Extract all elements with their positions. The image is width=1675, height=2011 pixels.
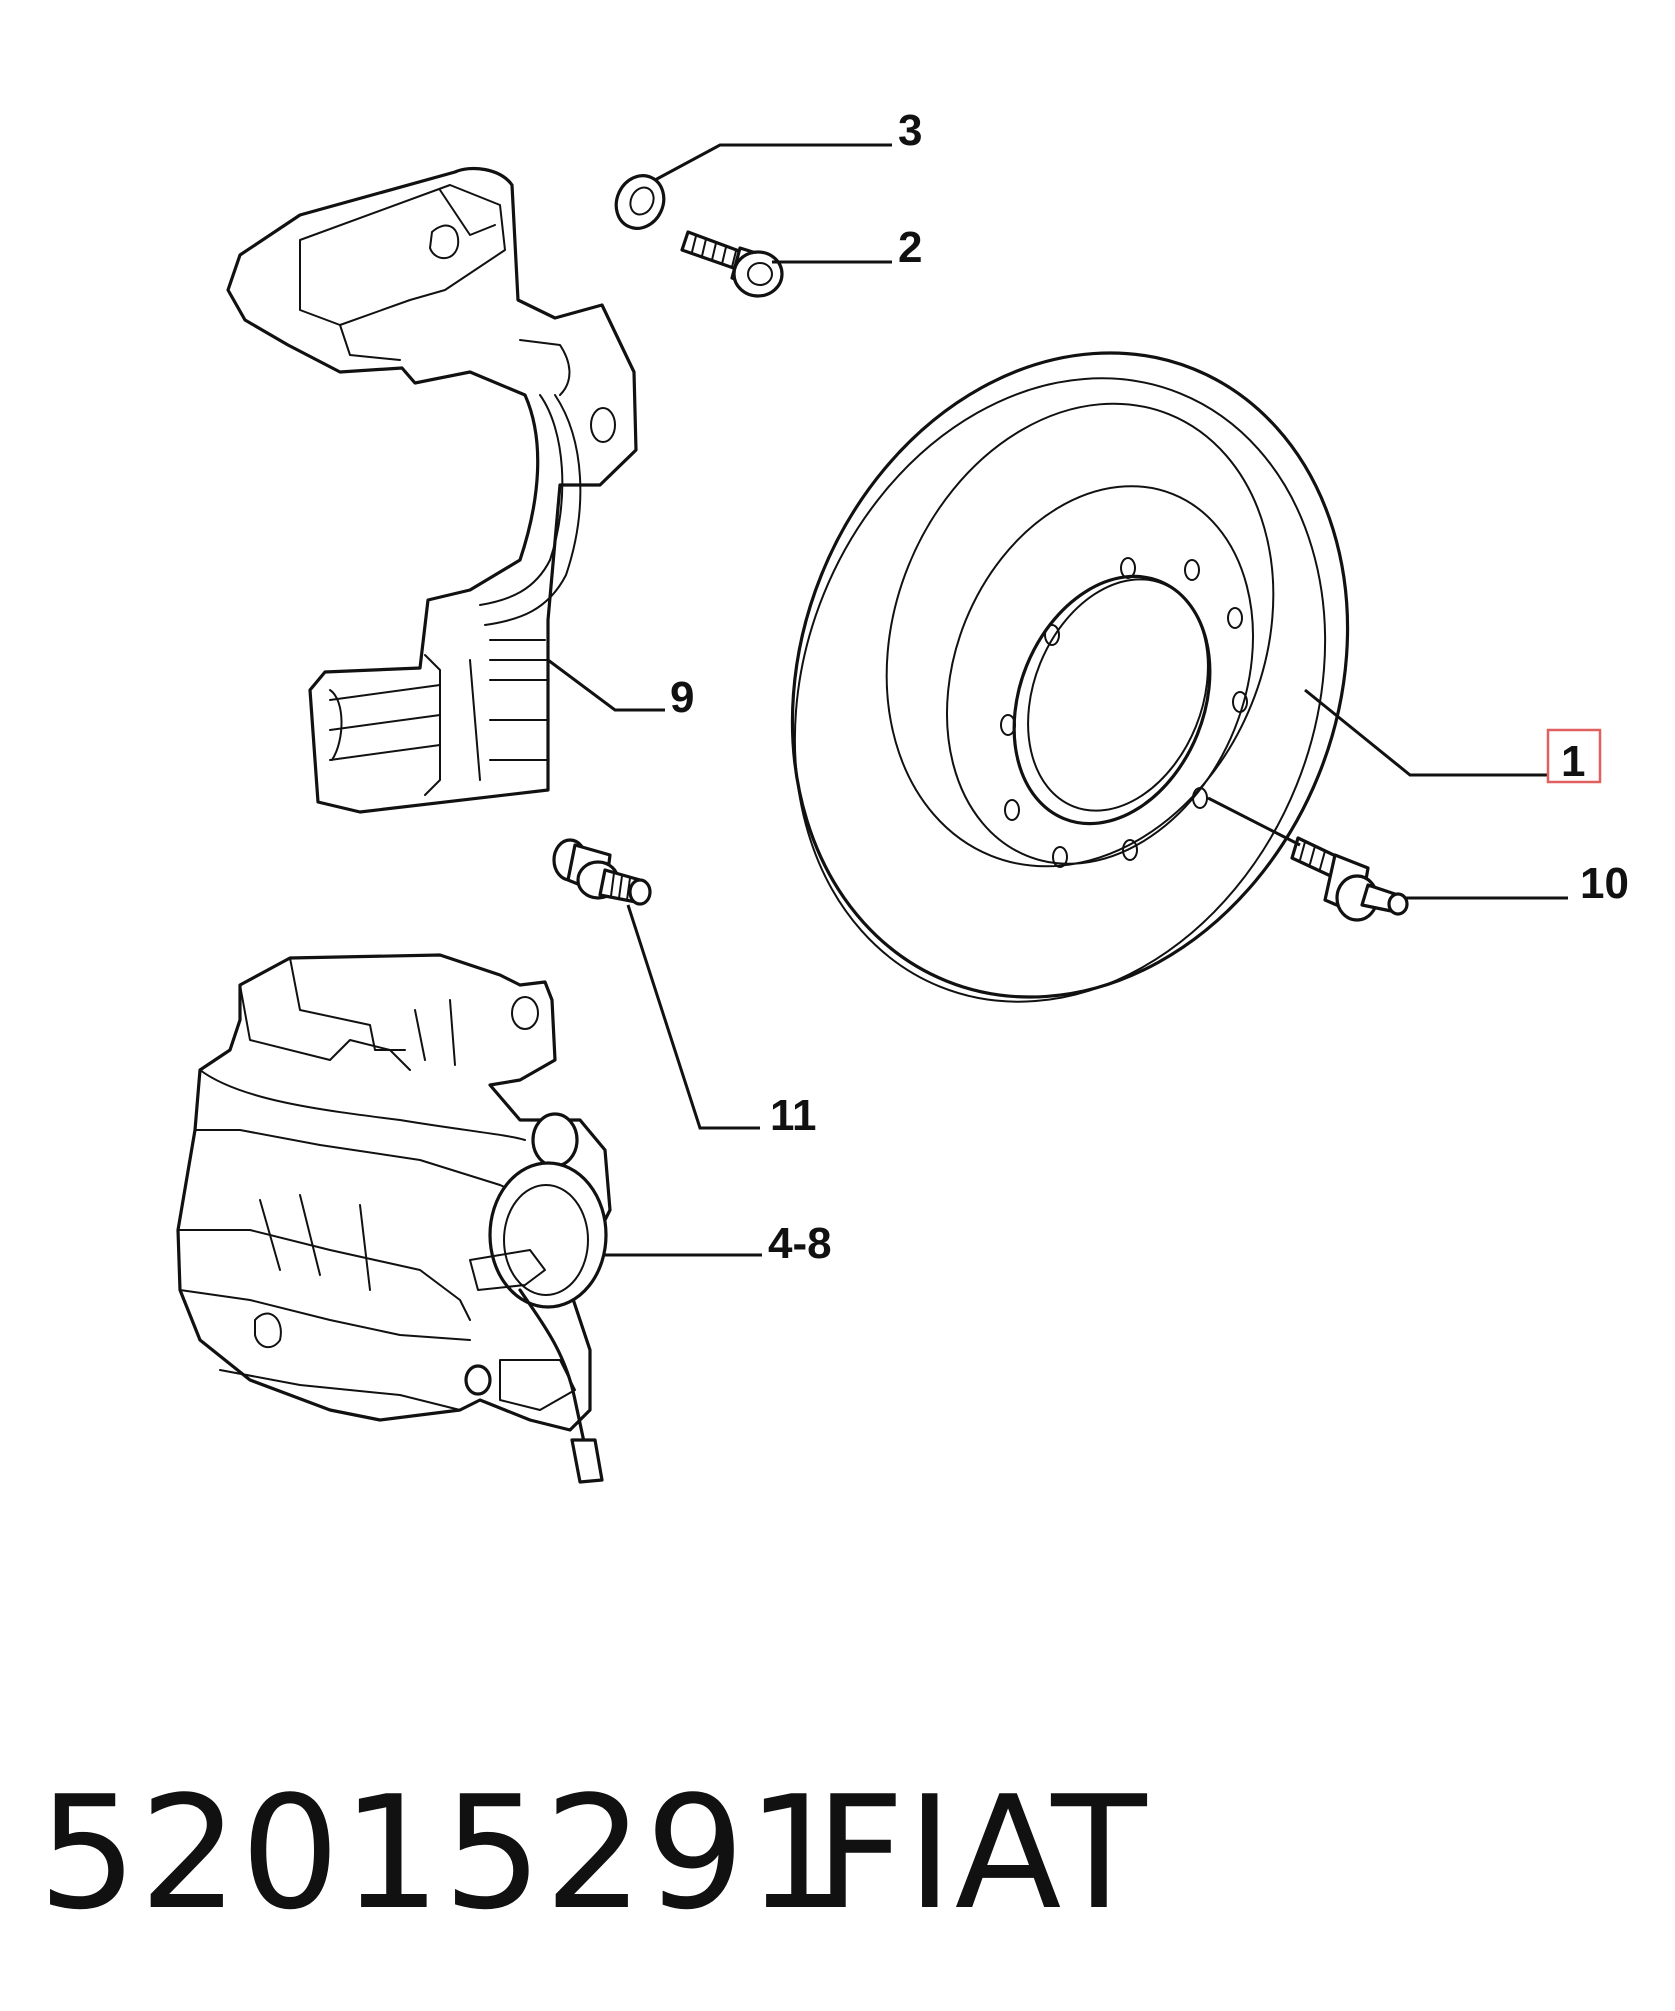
- wheel-bolt-part: [1290, 836, 1409, 922]
- guide-bolt-part: [552, 838, 652, 906]
- wheel-stud-holes: [1000, 557, 1248, 868]
- brand-name: FIAT: [815, 1762, 1149, 1944]
- callout-10: 10: [1580, 859, 1629, 908]
- callout-9: 9: [670, 673, 694, 722]
- splash-shield-part: [226, 166, 638, 814]
- callout-11: 11: [770, 1091, 817, 1140]
- highlight-box: [1546, 728, 1602, 784]
- washer-part: [614, 174, 666, 230]
- callout-3: 3: [898, 106, 922, 155]
- callout-2: 2: [898, 223, 922, 272]
- leader-lines: [547, 143, 1568, 1257]
- callout-1: 1: [1561, 737, 1585, 786]
- part-number: 52015291: [38, 1762, 849, 1944]
- brake-disc-part: [790, 351, 1350, 1003]
- brake-caliper-part: [176, 953, 612, 1484]
- callout-4-8: 4-8: [768, 1219, 832, 1268]
- bolt-part: [680, 230, 784, 298]
